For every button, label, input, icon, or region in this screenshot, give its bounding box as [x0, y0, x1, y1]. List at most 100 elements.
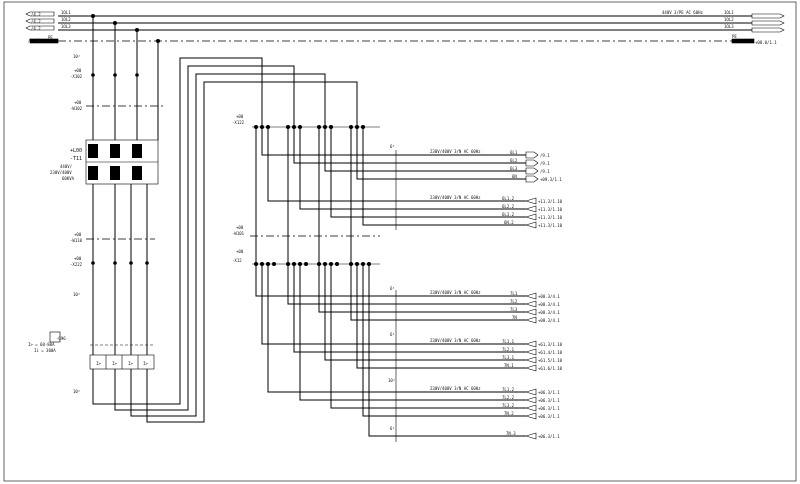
x122-g1-ref-1: /9.1 [540, 153, 550, 158]
x122-g2-ref-2: +11.3/1.10 [538, 207, 563, 212]
bus-right-pe: PE [732, 34, 737, 39]
x122-block: +00 -X122 6² 230V/400V 3/N AC 60Hz 230V/… [232, 114, 563, 230]
w110-tag: -W110 [70, 238, 83, 243]
svg-text:I>: I> [128, 361, 133, 366]
x12-g3-ref-2: +06.3/1.1 [538, 398, 560, 403]
x122-g2-label-4: 6N.2 [504, 220, 514, 225]
bus-pe-ref: +08.0/1.1 [755, 40, 777, 45]
x12-g1-ref-3: +08.3/4.1 [538, 310, 560, 315]
bus-name-l3: 1OL3 [61, 24, 71, 29]
x12-g2-label-2: 7L2.1 [502, 347, 515, 352]
t11-loc: +L00 [70, 148, 82, 154]
x222-tag: -X222 [70, 262, 83, 267]
bus-ref-1: /4.2 [31, 12, 41, 17]
x12-size-2: 6² [390, 332, 395, 337]
transformer-primary-l3 [132, 144, 142, 158]
x122-g2-ref-3: +11.3/1.10 [538, 215, 563, 220]
transformer-primary-l1 [88, 144, 98, 158]
x122-size: 6² [390, 144, 395, 149]
x12-g1-ref-4: +08.3/4.1 [538, 318, 560, 323]
transformer-secondary-l3 [132, 166, 142, 180]
x12-g3-label-1: 7L1.2 [502, 387, 515, 392]
x12-g3-ref-3: +06.3/1.1 [538, 406, 560, 411]
supply-bus: /4.2 /4.2 /4.2 /4.10 1OL1 1OL2 1OL3 PE 4… [25, 10, 785, 45]
x12-g3-label-4: 7N.2 [504, 411, 514, 416]
x12-g2-ref-1: +61.3/1.10 [538, 342, 563, 347]
q96-setting-2: Ii = 300A [34, 348, 56, 353]
feeder-wires [92, 57, 358, 423]
bus-ref-4: /4.10 [28, 38, 41, 43]
x122-g1-label-2: 6L2 [510, 158, 518, 163]
x122-rating-1: 230V/400V 3/N AC 60Hz [430, 149, 481, 154]
x12-block: +00 -W101 +00 -X12 6² 6² 10² 6² [232, 225, 563, 442]
x122-g1-ref-2: /9.1 [540, 161, 550, 166]
x12-g1-label-2: 7L2 [510, 299, 518, 304]
w101-tag: -W101 [232, 231, 245, 236]
q96-tag: -Q96 [56, 336, 66, 341]
q96-symbol [49, 331, 61, 343]
x12-g1-label-4: 7N [512, 315, 517, 320]
branch-lower-size: 10² [73, 292, 80, 297]
x12-g1-ref-1: +08.3/4.1 [538, 294, 560, 299]
bus-name-l2: 1OL2 [61, 17, 71, 22]
x12-g2-label-1: 7L1.1 [502, 339, 515, 344]
x12-g2-label-3: 7L3.1 [502, 355, 515, 360]
svg-text:I>: I> [143, 361, 148, 366]
x122-g2-label-3: 6L3.2 [502, 212, 515, 217]
w101-loc: +00 [236, 225, 244, 230]
bus-rating: 440V 3/PE AC 60Hz [662, 10, 704, 15]
sheet-frame [3, 1, 797, 482]
x122-loc: +00 [236, 114, 244, 119]
x122-g1-label-4: 6N [512, 174, 517, 179]
q96-setting-1: I> = 60-80A [28, 342, 55, 347]
x122-g1-label-1: 6L1 [510, 150, 518, 155]
x12-rating-2: 230V/400V 3/N AC 60Hz [430, 338, 481, 343]
x12-g1-label-1: 7L1 [510, 291, 518, 296]
x12-g3-label-2: 7L2.2 [502, 395, 515, 400]
bus-name-l1: 1OL1 [61, 10, 71, 15]
t11-tag: -T11 [70, 156, 82, 162]
x222-loc: +00 [74, 256, 82, 261]
x12-rating-1: 230V/400V 3/N AC 60Hz [430, 290, 481, 295]
branch-lower-size2: 10² [73, 389, 80, 394]
t11-rating-2: 230V/400V [50, 170, 72, 175]
x12-g1-ref-2: +08.3/4.1 [538, 302, 560, 307]
x12-loc: +00 [236, 249, 244, 254]
bus-ref-3: /4.2 [31, 26, 41, 31]
x12-g4-ref-1: +06.3/1.1 [538, 434, 560, 439]
x122-g2-label-2: 6L2.2 [502, 204, 515, 209]
x12-g2-ref-4: +61.6/1.10 [538, 366, 563, 371]
x102-tag: -X102 [70, 74, 83, 79]
x12-feed [255, 127, 352, 262]
x122-g2-ref-4: +11.3/1.10 [538, 223, 563, 228]
x12-size-3: 10² [388, 378, 395, 383]
x12-size-1: 6² [390, 286, 395, 291]
q96-breaker [89, 344, 155, 370]
transformer-primary-l2 [110, 144, 120, 158]
x122-rating-2: 230V/400V 3/N AC 60Hz [430, 195, 481, 200]
x122-g1-ref-3: /9.1 [540, 169, 550, 174]
svg-text:I>: I> [112, 361, 117, 366]
x12-g3-label-3: 7L3.2 [502, 403, 515, 408]
branch-wire-size: 10² [73, 54, 80, 59]
x12-rating-3: 230V/400V 3/N AC 60Hz [430, 386, 481, 391]
svg-text:I>: I> [96, 361, 101, 366]
bus-name-pe: PE [48, 35, 53, 40]
x12-tag: -X12 [232, 258, 242, 263]
x12-g3-ref-4: +06.3/1.1 [538, 414, 560, 419]
transformer-branch: 10² +00 -X102 +00 -W102 +L00 -T11 440V/ … [28, 14, 165, 401]
x12-g4-label-1: 7N.3 [506, 431, 516, 436]
transformer-secondary-l2 [110, 166, 120, 180]
x122-tag: -X122 [232, 120, 245, 125]
w102-tag: -W102 [70, 106, 83, 111]
x12-g2-ref-3: +61.5/1.10 [538, 358, 563, 363]
w110-loc: +00 [74, 232, 82, 237]
x12-g3-ref-1: +06.3/1.1 [538, 390, 560, 395]
x122-g1-ref-4: +09.3/1.1 [540, 177, 562, 182]
x102-loc: +00 [74, 68, 82, 73]
transformer-secondary-l1 [88, 166, 98, 180]
x122-g1-label-3: 6L3 [510, 166, 518, 171]
x12-g2-ref-2: +61.4/1.10 [538, 350, 563, 355]
